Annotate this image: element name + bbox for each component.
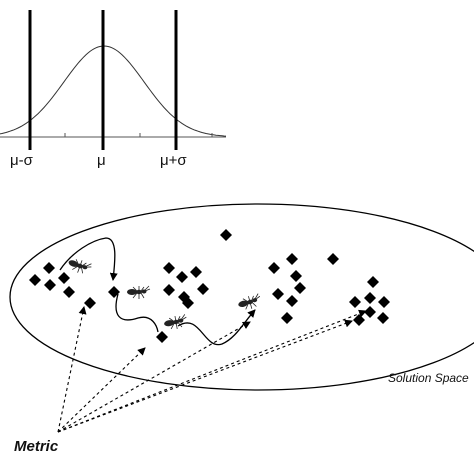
diamond-icon <box>190 266 202 278</box>
diamond-icon <box>108 286 120 298</box>
diamond-icon <box>378 296 390 308</box>
ant-trail-arrow <box>177 309 256 346</box>
diamond-icon <box>268 262 280 274</box>
ant-icon <box>236 292 263 313</box>
diamond-icon <box>220 229 232 241</box>
ant-trail <box>115 293 159 333</box>
solution-space-ellipse <box>9 203 474 391</box>
diamond-icon <box>84 297 96 309</box>
diamond-icon <box>367 276 379 288</box>
diamond-icon <box>294 282 306 294</box>
diamond-icon <box>272 288 284 300</box>
diamond-icon <box>281 312 293 324</box>
diamond-icon <box>327 253 339 265</box>
normal-distribution <box>0 10 227 150</box>
diamond-icon <box>63 286 75 298</box>
solution-space-label: Solution Space <box>388 371 469 385</box>
mu-plus-sigma-label: μ+σ <box>160 152 187 169</box>
mu-minus-sigma-label: μ-σ <box>10 152 33 169</box>
ant-icon <box>65 255 93 277</box>
metric-arrow <box>57 309 367 433</box>
diamond-icon <box>156 331 168 343</box>
metric-arrow <box>57 306 87 433</box>
diamond-icon <box>163 284 175 296</box>
diamond-icon <box>286 253 298 265</box>
metric-arrow <box>57 319 353 433</box>
diamond-icon <box>176 271 188 283</box>
metric-arrow <box>57 347 146 433</box>
diamond-icon <box>163 262 175 274</box>
metric-label: Metric <box>14 438 59 455</box>
diamond-icon <box>377 312 389 324</box>
diamond-icon <box>349 296 361 308</box>
ant-icon <box>126 285 151 300</box>
mu-label: μ <box>97 152 106 169</box>
solution-space <box>9 203 474 433</box>
bell-curve <box>0 45 227 137</box>
diamond-icon <box>29 274 41 286</box>
diamond-icon <box>364 306 376 318</box>
diamond-icon <box>197 283 209 295</box>
ant-trail-arrow <box>59 237 118 281</box>
diamond-icon <box>364 292 376 304</box>
diamond-icon <box>44 279 56 291</box>
diamond-icon <box>43 262 55 274</box>
diamond-icon <box>286 295 298 307</box>
diamond-icon <box>290 270 302 282</box>
metric-arrow <box>57 321 251 433</box>
diamond-icon <box>58 272 70 284</box>
diamond-icon <box>182 297 194 309</box>
